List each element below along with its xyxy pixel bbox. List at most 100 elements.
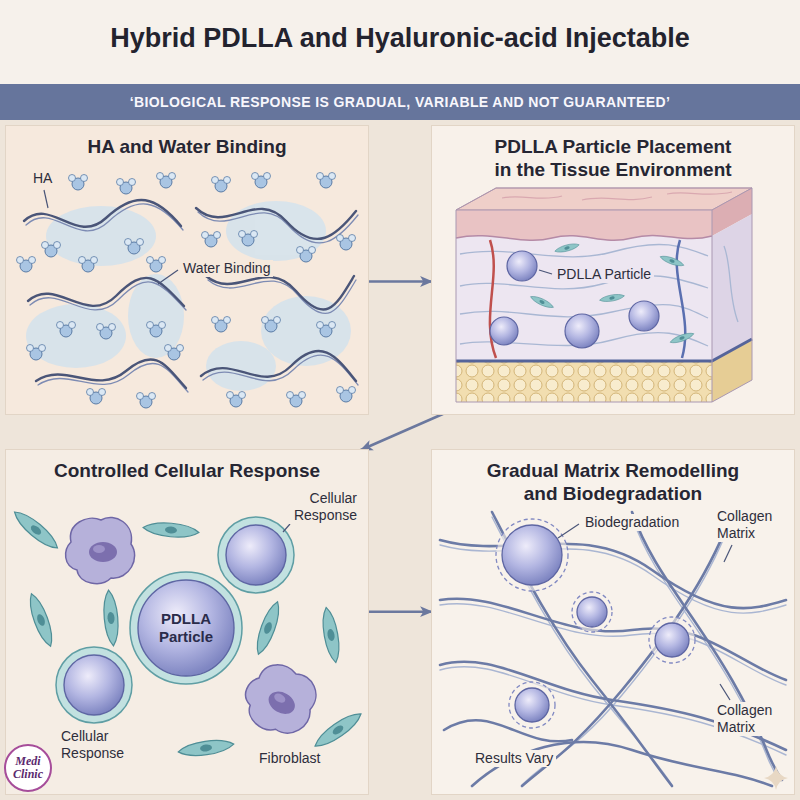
collagen-fiber <box>440 517 786 785</box>
blood-vessel <box>490 240 685 358</box>
clinic-logo: Medi Clinic <box>4 744 52 792</box>
collagen-fiber <box>492 517 672 785</box>
water-halo <box>46 206 156 266</box>
leader-line <box>720 684 730 700</box>
water-molecule <box>147 322 166 338</box>
fibroblast-cell <box>10 507 365 759</box>
cell-wrap <box>56 647 132 723</box>
leader-line <box>44 190 48 208</box>
part-label: HA <box>30 170 55 187</box>
macrophage-cell <box>234 654 327 746</box>
water-molecule <box>17 173 356 409</box>
note-label: Results Vary <box>472 750 556 767</box>
part-label: Collagen Matrix <box>714 702 782 736</box>
water-molecule <box>317 173 336 189</box>
water-molecule <box>17 257 36 273</box>
water-molecule <box>79 257 98 273</box>
ha-chain <box>203 355 358 385</box>
dermal-fiber <box>460 244 708 256</box>
water-molecule <box>212 317 231 333</box>
sparkle-mark <box>764 766 788 790</box>
ha-chain <box>24 200 358 392</box>
fibroblast-cell <box>659 254 685 268</box>
pdlla-particle <box>64 655 124 715</box>
water-molecule <box>337 235 356 251</box>
skin-block <box>502 192 732 200</box>
pdlla-particle <box>490 251 659 348</box>
water-molecule <box>227 392 246 408</box>
stage-panel: Gradual Matrix Remodelling and Biodegrad… <box>432 450 794 794</box>
water-molecule <box>57 322 76 338</box>
fibroblast-cell <box>10 507 62 553</box>
leader-line <box>44 190 178 284</box>
fibroblast-cell <box>599 293 625 303</box>
degradation-halo <box>572 592 612 632</box>
leader-line <box>539 270 552 274</box>
part-label: Water Binding <box>180 260 273 277</box>
pdlla-particle <box>655 623 689 657</box>
water-halo <box>26 304 126 368</box>
panel-ground <box>0 84 800 800</box>
ha-chain <box>206 276 354 310</box>
water-molecule <box>97 324 116 340</box>
pdlla-particle <box>138 580 234 676</box>
fibroblast-cell <box>311 708 365 751</box>
cell-wrap <box>56 517 294 723</box>
flow-arrow <box>368 610 432 613</box>
collagen-fiber <box>472 742 772 786</box>
flow-arrow <box>361 414 443 450</box>
skin-block <box>582 197 652 200</box>
macrophage-cell <box>66 517 135 583</box>
collagen-fiber <box>440 512 786 786</box>
panel-heading: HA and Water Binding <box>87 136 286 159</box>
skin-block <box>667 192 732 194</box>
leader-line <box>558 524 732 700</box>
degradation-halo <box>649 617 695 663</box>
part-label: Fibroblast <box>256 750 323 767</box>
banner-text: ‘BIOLOGICAL RESPONSE IS GRADUAL, VARIABL… <box>130 94 671 111</box>
skin-block <box>456 188 752 402</box>
fibroblast-cell <box>102 590 120 647</box>
fibroblast-cell <box>143 521 200 539</box>
fibroblast-cell <box>177 737 234 758</box>
skin-block <box>712 214 752 360</box>
water-halo <box>206 341 276 391</box>
pdlla-particle <box>502 525 562 585</box>
pdlla-particle <box>515 688 549 722</box>
part-label: PDLLA Particle <box>554 266 654 283</box>
ha-chain <box>24 200 356 388</box>
leader-line <box>724 545 732 562</box>
water-molecule <box>239 231 258 247</box>
degradation-halo <box>509 682 555 728</box>
collagen-fiber <box>440 604 786 685</box>
cell-wrap <box>218 517 294 593</box>
collagen-fiber <box>444 720 572 741</box>
skin-block <box>456 235 712 240</box>
title-ground <box>0 0 800 84</box>
skin-block <box>456 188 752 210</box>
fibroblast-cell <box>529 294 554 310</box>
water-molecule <box>147 257 166 273</box>
water-molecule <box>125 239 144 255</box>
water-molecule <box>165 345 184 361</box>
water-molecule <box>87 389 106 405</box>
leader-line <box>558 524 579 538</box>
part-label: Cellular Response <box>58 728 130 762</box>
water-halo <box>128 274 184 358</box>
skin-block <box>712 210 713 402</box>
water-molecule <box>287 392 306 408</box>
fibroblast-cell <box>554 242 580 254</box>
part-label: Collagen Matrix <box>714 508 782 542</box>
pdlla-particle <box>502 525 689 722</box>
pdlla-particle <box>226 525 286 585</box>
panel-heading: Controlled Cellular Response <box>54 460 320 483</box>
panel-heading: PDLLA Particle Placement in the Tissue E… <box>488 136 738 182</box>
connector-group <box>361 282 443 612</box>
pdlla-particle <box>64 525 286 715</box>
banner-band: ‘BIOLOGICAL RESPONSE IS GRADUAL, VARIABL… <box>0 84 800 120</box>
water-molecule <box>297 247 316 263</box>
ha-chain <box>26 204 358 392</box>
water-halo <box>226 201 326 261</box>
pdlla-particle <box>565 314 599 348</box>
